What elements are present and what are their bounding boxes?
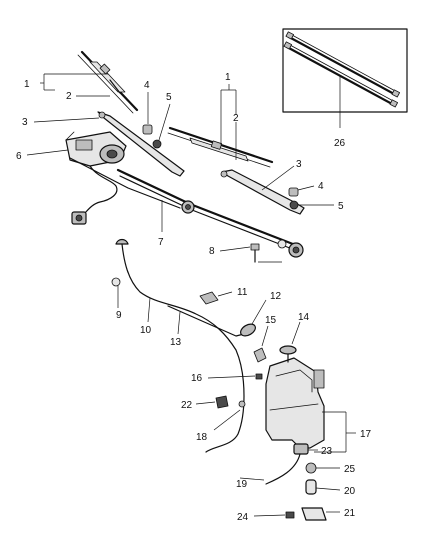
washer-nozzle-right bbox=[240, 323, 256, 337]
callout-7: 7 bbox=[158, 237, 164, 248]
callout-18: 18 bbox=[196, 432, 208, 443]
callout-8: 8 bbox=[209, 246, 215, 257]
right-wiper-arm: 3 bbox=[220, 159, 305, 215]
callout-20: 20 bbox=[344, 486, 356, 497]
callout-17: 17 bbox=[360, 429, 372, 440]
washer-pump: 23 bbox=[293, 443, 333, 457]
callout-3-right: 3 bbox=[296, 159, 302, 170]
callout-3-left: 3 bbox=[22, 117, 28, 128]
inset-refill-box: 26 bbox=[282, 28, 408, 149]
callout-14: 14 bbox=[298, 312, 310, 323]
pivot-bolt: 8 bbox=[209, 243, 282, 263]
callout-19: 19 bbox=[236, 479, 248, 490]
callout-5-right: 5 bbox=[338, 201, 344, 212]
washer-nozzle-left bbox=[115, 238, 129, 245]
right-arm-cap: 4 bbox=[288, 181, 324, 197]
callout-group-17: 17 bbox=[314, 411, 372, 453]
callout-11: 11 bbox=[237, 287, 248, 298]
callout-10: 10 bbox=[140, 325, 152, 336]
pump-wire-19: 19 bbox=[236, 453, 301, 490]
callout-13: 13 bbox=[170, 337, 182, 348]
mounting-screw-16: 16 bbox=[191, 373, 263, 384]
callout-25: 25 bbox=[344, 464, 356, 475]
callout-1-right: 1 bbox=[225, 72, 231, 83]
callout-group-1-2-right: 1 2 bbox=[220, 72, 239, 160]
callout-group-1-2-left: 1 2 bbox=[24, 73, 110, 102]
hose-grommet bbox=[111, 277, 121, 287]
callout-5-left: 5 bbox=[166, 92, 172, 103]
washer-hose-18: 18 bbox=[196, 400, 246, 443]
callout-21: 21 bbox=[344, 508, 356, 519]
callout-4-left: 4 bbox=[144, 80, 150, 91]
left-wiper-arm: 3 bbox=[22, 111, 185, 177]
left-wiper-blade bbox=[77, 50, 139, 114]
callout-24: 24 bbox=[237, 512, 249, 523]
wiper-linkage: 7 bbox=[69, 157, 304, 258]
washer-reservoir bbox=[265, 357, 325, 449]
callout-9: 9 bbox=[116, 310, 122, 321]
callout-4-right: 4 bbox=[318, 181, 324, 192]
callout-15: 15 bbox=[265, 315, 277, 326]
mounting-bracket-21: 21 bbox=[301, 507, 356, 521]
callout-12: 12 bbox=[270, 291, 282, 302]
refill-strip-upper bbox=[285, 31, 400, 98]
callout-2-left: 2 bbox=[66, 91, 72, 102]
left-arm-nut: 5 bbox=[152, 92, 172, 149]
right-wiper-blade bbox=[167, 126, 274, 168]
callout-16: 16 bbox=[191, 373, 203, 384]
callout-1-left: 1 bbox=[24, 79, 30, 90]
right-arm-nut: 5 bbox=[289, 200, 344, 212]
callout-26: 26 bbox=[334, 138, 346, 149]
reservoir-cap: 14 bbox=[279, 312, 310, 363]
hose-clip bbox=[199, 291, 219, 305]
reservoir-bracket: 15 bbox=[253, 315, 277, 363]
pump-grommet-25: 25 bbox=[305, 462, 356, 475]
wiper-motor: 6 bbox=[16, 131, 127, 167]
callout-2-right: 2 bbox=[233, 113, 239, 124]
callout-23: 23 bbox=[321, 446, 333, 457]
filter-20: 20 bbox=[305, 479, 356, 497]
callout-22: 22 bbox=[181, 400, 193, 411]
left-arm-cap: 4 bbox=[142, 80, 153, 135]
bolt-24: 24 bbox=[237, 511, 295, 523]
callout-6: 6 bbox=[16, 151, 22, 162]
motor-wire-harness bbox=[71, 165, 118, 225]
refill-strip-lower bbox=[283, 41, 398, 108]
hose-clamp-22: 22 bbox=[181, 395, 229, 411]
